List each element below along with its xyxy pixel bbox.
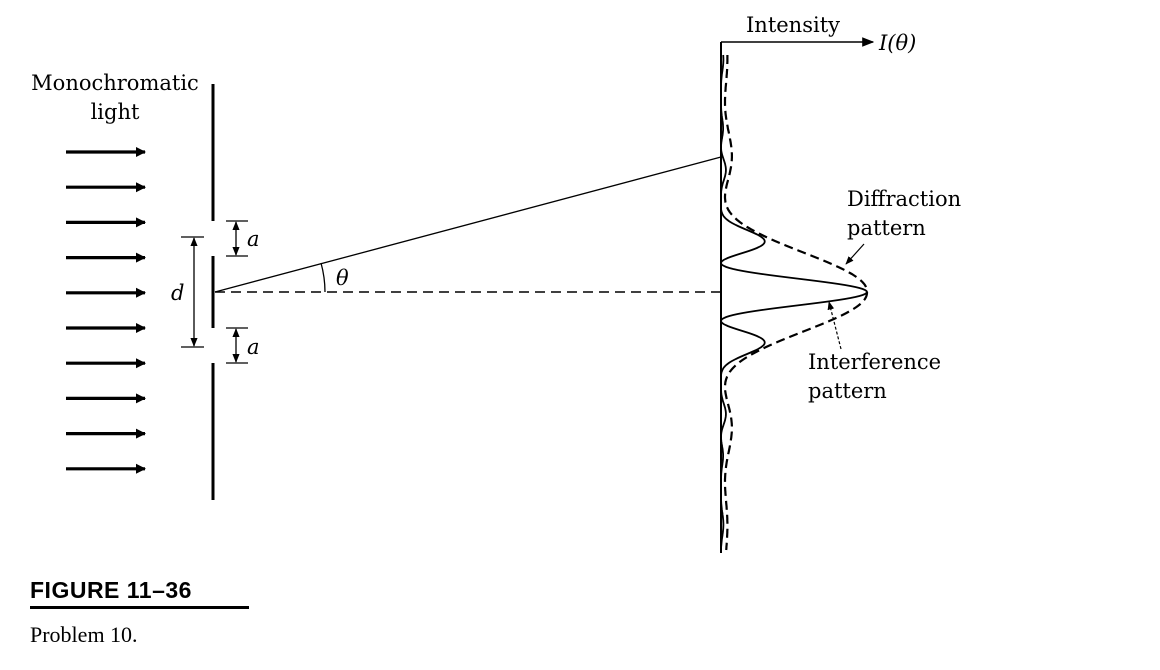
figure-number: FIGURE 11–36 xyxy=(30,577,192,603)
slit-width-top-label: a xyxy=(247,227,260,251)
light-label-line2: light xyxy=(91,100,140,124)
interference-pattern-curve xyxy=(720,54,869,551)
diffraction-pointer xyxy=(845,243,865,265)
intensity-function-label: I(θ) xyxy=(878,31,916,55)
figure-caption: Problem 10. xyxy=(30,622,138,647)
ray-to-screen xyxy=(214,156,722,293)
angle-label: θ xyxy=(336,266,349,290)
light-label-line1: Monochromatic xyxy=(31,71,199,95)
diffraction-envelope-curve xyxy=(723,55,869,551)
slit-separation-label: d xyxy=(171,281,184,305)
interference-pointer xyxy=(827,301,842,350)
diffraction-label-line2: pattern xyxy=(847,216,926,240)
interference-label-line1: Interference xyxy=(808,350,941,374)
interference-label-line2: pattern xyxy=(808,379,887,403)
angle-arc xyxy=(320,262,326,293)
caption-divider xyxy=(30,606,249,609)
slit-width-bottom-label: a xyxy=(247,335,260,359)
diffraction-label-line1: Diffraction xyxy=(847,187,961,211)
incident-light-arrows xyxy=(66,146,147,474)
intensity-axis-label: Intensity xyxy=(746,13,840,37)
